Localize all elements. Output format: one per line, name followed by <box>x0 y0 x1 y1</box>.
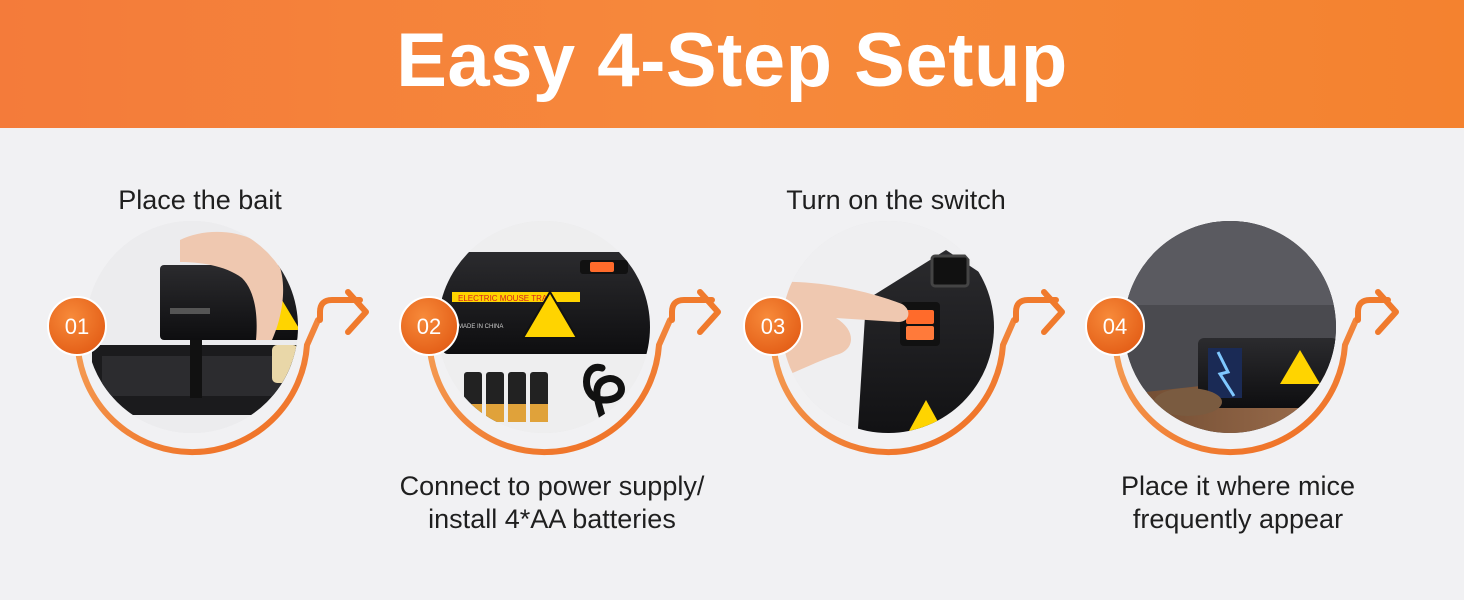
step-3-number: 03 <box>761 314 785 339</box>
step-2-label: Connect to power supply/ install 4*AA ba… <box>372 470 732 536</box>
step-4-label-line2: frequently appear <box>1132 504 1344 534</box>
step-1: Place the bait 01 <box>20 0 380 600</box>
mouse <box>1154 388 1222 416</box>
step-4: 04 Place it where mice frequently appear <box>1058 0 1418 600</box>
trap-brand-label: ELECTRIC MOUSE TRAP <box>458 294 553 303</box>
curved-arc <box>427 317 673 456</box>
curved-arc <box>75 317 321 456</box>
step-4-badge <box>1085 296 1145 356</box>
step-1-label: Place the bait <box>118 185 282 215</box>
step-1-badge <box>47 296 107 356</box>
made-in-label: MADE IN CHINA <box>458 324 503 330</box>
step-4-label-line1: Place it where mice <box>1120 471 1356 501</box>
step-2-illustration: ELECTRIC MOUSE TRAP MADE IN CHINA 02 <box>399 221 721 456</box>
arrow-right-icon <box>1041 289 1065 335</box>
step-4-label: Place it where mice frequently appear <box>1058 470 1418 536</box>
step-2-label-line1: Connect to power supply/ <box>399 471 705 501</box>
step-2-number: 02 <box>417 314 441 339</box>
arrow-right-icon <box>345 289 369 335</box>
arrow-shaft <box>1355 297 1391 323</box>
arrow-shaft <box>1013 297 1059 323</box>
warning-icon <box>521 290 579 339</box>
step-4-photo <box>1124 221 1336 433</box>
curved-arc <box>1113 317 1359 456</box>
power-switch <box>906 310 934 324</box>
step-3: Turn on the switch 03 <box>716 0 1076 600</box>
hand <box>782 281 909 380</box>
step-1-photo <box>86 221 298 433</box>
step-2-photo: ELECTRIC MOUSE TRAP MADE IN CHINA <box>438 221 650 433</box>
step-2-label-line2: install 4*AA batteries <box>428 504 676 534</box>
step-1-illustration: 01 <box>47 221 369 456</box>
step-2: ELECTRIC MOUSE TRAP MADE IN CHINA 02 Con… <box>372 0 732 600</box>
step-4-illustration: 04 <box>1085 221 1399 456</box>
spark <box>1216 351 1236 397</box>
bait <box>272 345 298 383</box>
step-4-number: 04 <box>1103 314 1127 339</box>
step-3-label: Turn on the switch <box>786 185 1006 215</box>
step-3-illustration: 03 <box>743 221 1065 456</box>
curved-arc <box>771 317 1017 456</box>
page-title: Easy 4-Step Setup <box>396 18 1068 103</box>
step-2-badge <box>399 296 459 356</box>
arrow-shaft <box>669 297 715 323</box>
warning-icon <box>1280 350 1320 384</box>
step-3-badge <box>743 296 803 356</box>
arrow-shaft <box>317 297 363 323</box>
header-banner: Easy 4-Step Setup <box>0 0 1464 128</box>
arrow-right-icon <box>697 289 721 335</box>
power-cable <box>583 363 625 433</box>
step-1-number: 01 <box>65 314 89 339</box>
hand <box>180 231 284 340</box>
arrow-right-icon <box>1375 289 1399 335</box>
